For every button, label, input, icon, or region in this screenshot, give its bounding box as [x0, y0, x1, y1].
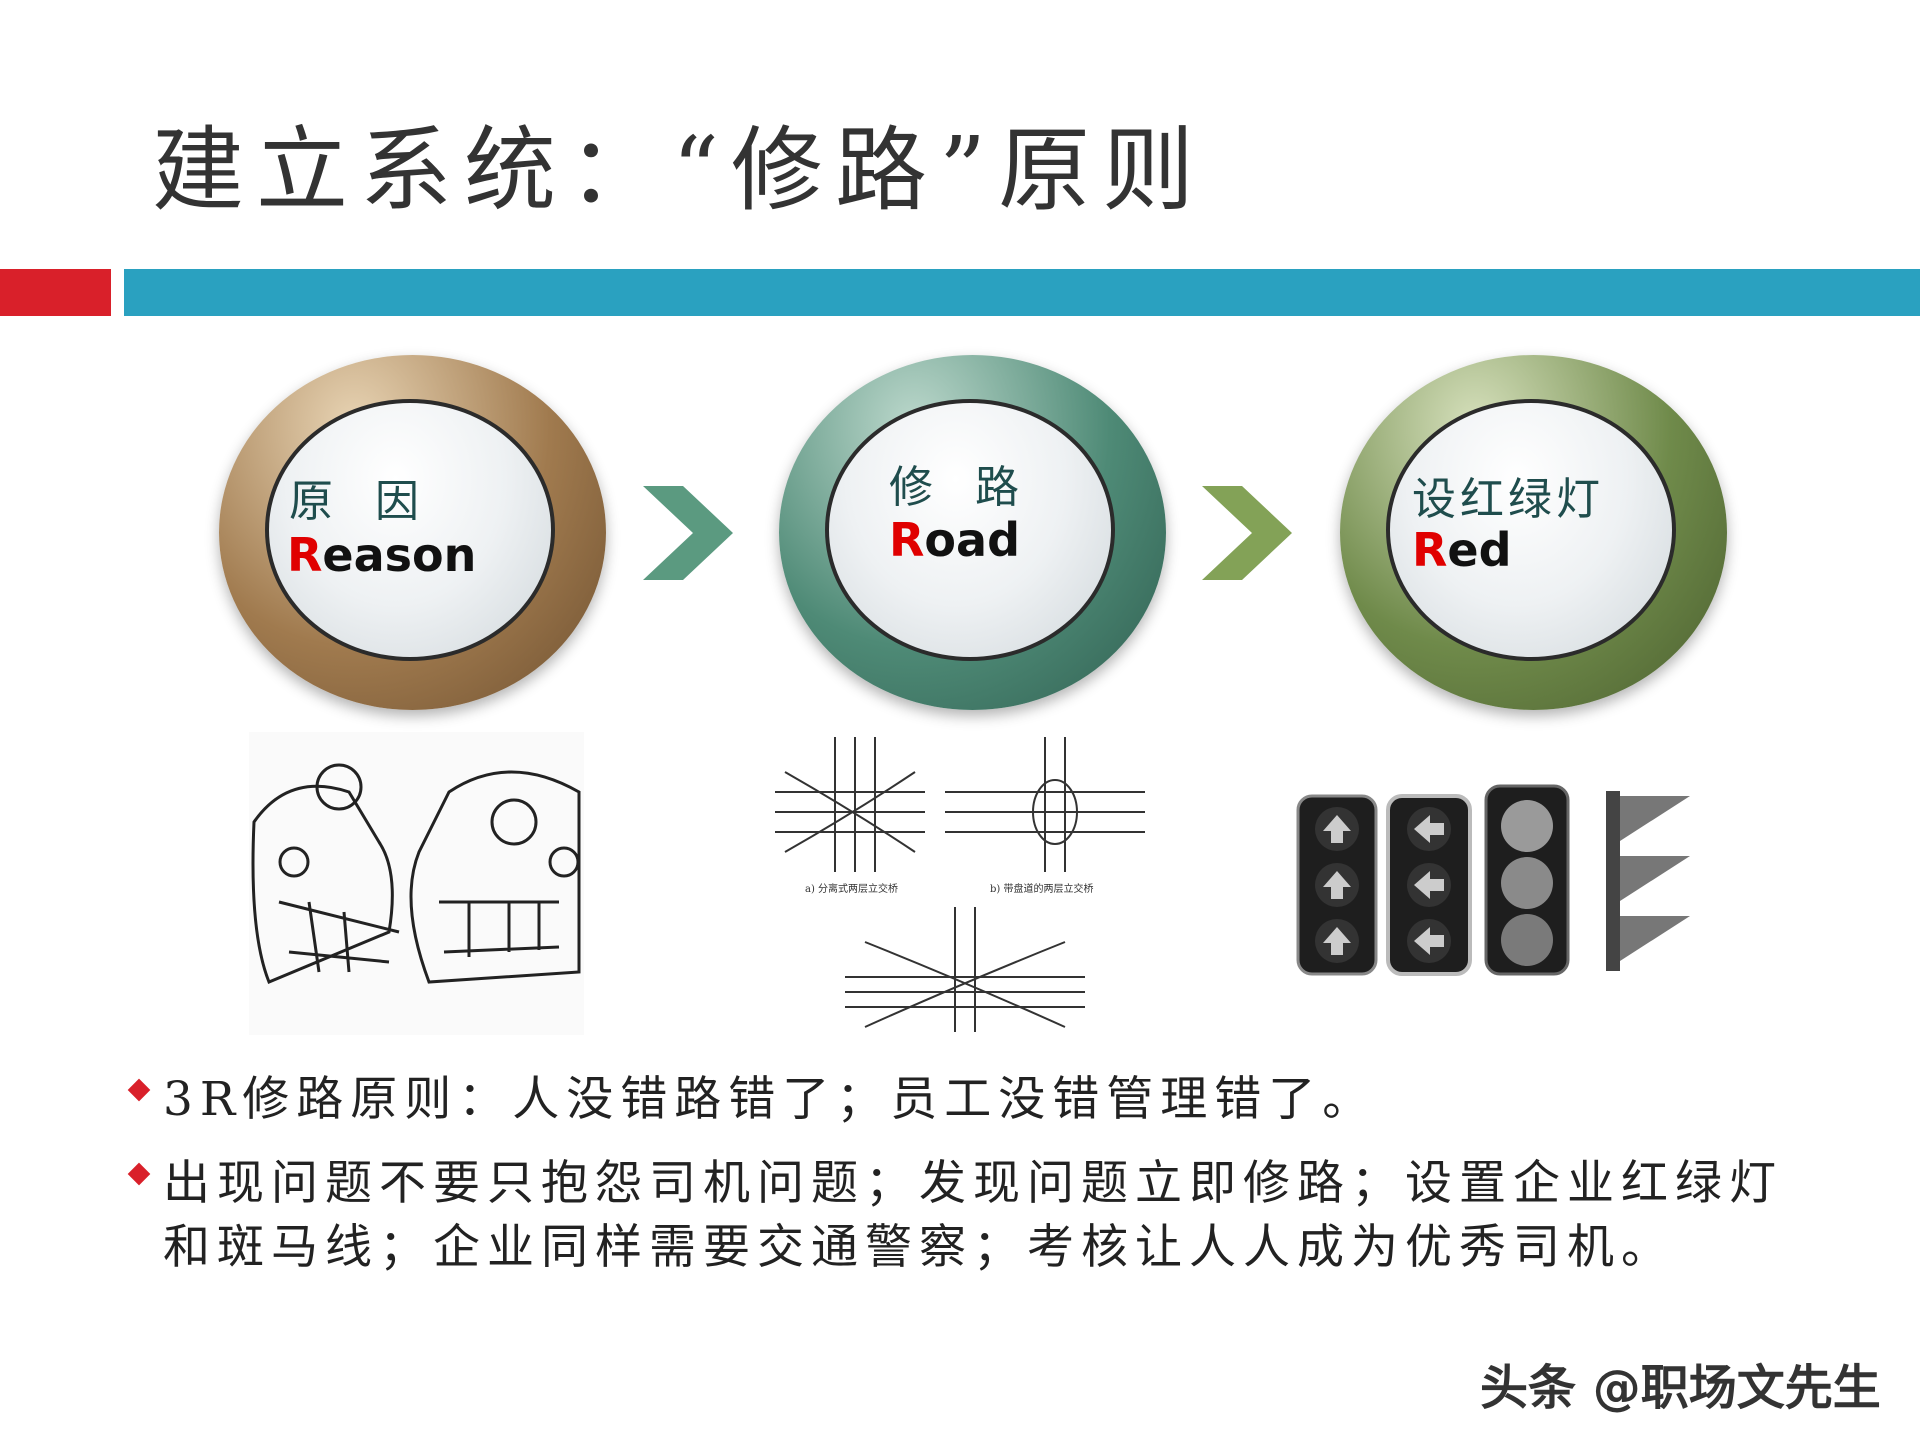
road-cn-label: 修 路	[889, 462, 1033, 513]
bullet-text-1: 3R修路原则：人没错路错了；员工没错管理错了。	[163, 1072, 1377, 1127]
reason-en-rest: eason	[322, 528, 477, 582]
reason-circle: 原 因 Reason	[219, 355, 606, 710]
road-circle-inner: 修 路 Road	[825, 399, 1115, 661]
chevron-right-icon	[1202, 486, 1292, 580]
bullet-text-2-continued: 和斑马线；企业同样需要交通警察；考核让人人成为优秀司机。	[163, 1220, 1675, 1275]
interchange-diagram-image: a) 分离式两层立交桥 b) 带盘道的两层立交桥	[765, 732, 1157, 1035]
traffic-lights-image	[1296, 784, 1690, 976]
caption-b: b) 带盘道的两层立交桥	[990, 882, 1093, 895]
chevron-right-icon	[643, 486, 733, 580]
teal-header-bar	[124, 269, 1920, 316]
car-crash-cartoon-image	[249, 732, 584, 1035]
red-light-cn-label: 设红绿灯	[1412, 474, 1604, 525]
reason-cn-label: 原 因	[289, 476, 433, 527]
reason-en-initial: R	[287, 528, 323, 582]
watermark: 头条 @职场文先生	[1480, 1360, 1881, 1416]
reason-circle-inner: 原 因 Reason	[265, 399, 555, 661]
bullet-text-2: 出现问题不要只抱怨司机问题；发现问题立即修路；设置企业红绿灯	[163, 1156, 1783, 1211]
road-en-label: Road	[889, 513, 1020, 567]
bullet-diamond-icon	[127, 1162, 151, 1186]
road-en-initial: R	[889, 513, 925, 567]
red-light-en-rest: ed	[1447, 523, 1512, 577]
road-circle: 修 路 Road	[779, 355, 1166, 710]
slide-title: 建立系统：“修路”原则	[152, 117, 1207, 224]
red-light-en-initial: R	[1412, 523, 1448, 577]
red-light-circle: 设红绿灯 Red	[1340, 355, 1727, 710]
red-light-circle-inner: 设红绿灯 Red	[1386, 399, 1676, 661]
red-accent-bar	[0, 269, 111, 316]
caption-a: a) 分离式两层立交桥	[805, 882, 898, 895]
bullet-diamond-icon	[127, 1078, 151, 1102]
road-en-rest: oad	[924, 513, 1020, 567]
red-light-en-label: Red	[1412, 523, 1512, 577]
reason-en-label: Reason	[287, 528, 476, 582]
